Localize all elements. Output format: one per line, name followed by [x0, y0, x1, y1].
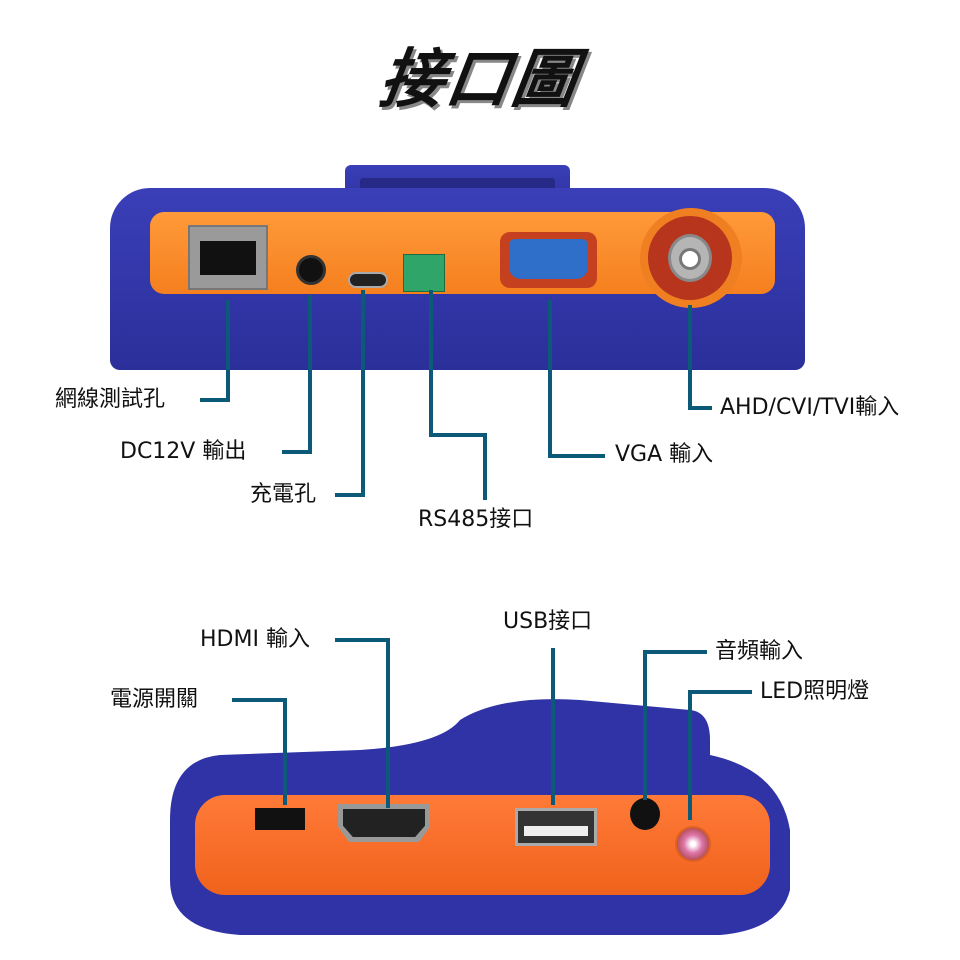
callout-audio — [643, 650, 707, 800]
label-charging-port: 充電孔 — [250, 482, 317, 507]
hdmi-port — [338, 804, 430, 842]
bnc-port — [640, 208, 742, 308]
label-power-switch: 電源開關 — [110, 687, 199, 712]
audio-jack — [630, 798, 660, 830]
label-usb-port: USB接口 — [503, 609, 593, 634]
callout-rs485 — [429, 290, 487, 500]
vga-port — [500, 232, 597, 288]
callout-video — [688, 305, 712, 410]
rs485-terminal — [403, 254, 445, 292]
dc-jack — [296, 255, 326, 285]
label-vga-input: VGA 輸入 — [615, 442, 714, 467]
label-video-input: AHD/CVI/TVI輸入 — [720, 395, 900, 420]
label-led-light: LED照明燈 — [760, 679, 870, 704]
callout-dc — [282, 295, 312, 454]
label-lan-test-port: 網線測試孔 — [55, 387, 166, 412]
callout-charge — [335, 290, 365, 497]
power-switch — [255, 808, 305, 830]
micro-usb-port — [348, 272, 388, 288]
label-dc12v-output: DC12V 輸出 — [120, 439, 247, 464]
callout-lan — [200, 300, 230, 402]
rj45-port — [188, 225, 268, 290]
callout-vga — [548, 300, 605, 458]
callout-hdmi — [335, 638, 390, 808]
label-audio-input: 音頻輸入 — [715, 639, 804, 664]
usb-port — [515, 808, 597, 846]
callout-power — [232, 698, 287, 805]
label-hdmi-input: HDMI 輸入 — [200, 627, 310, 652]
label-rs485: RS485接口 — [418, 507, 534, 532]
led-light — [675, 826, 711, 862]
callout-led — [688, 690, 752, 820]
